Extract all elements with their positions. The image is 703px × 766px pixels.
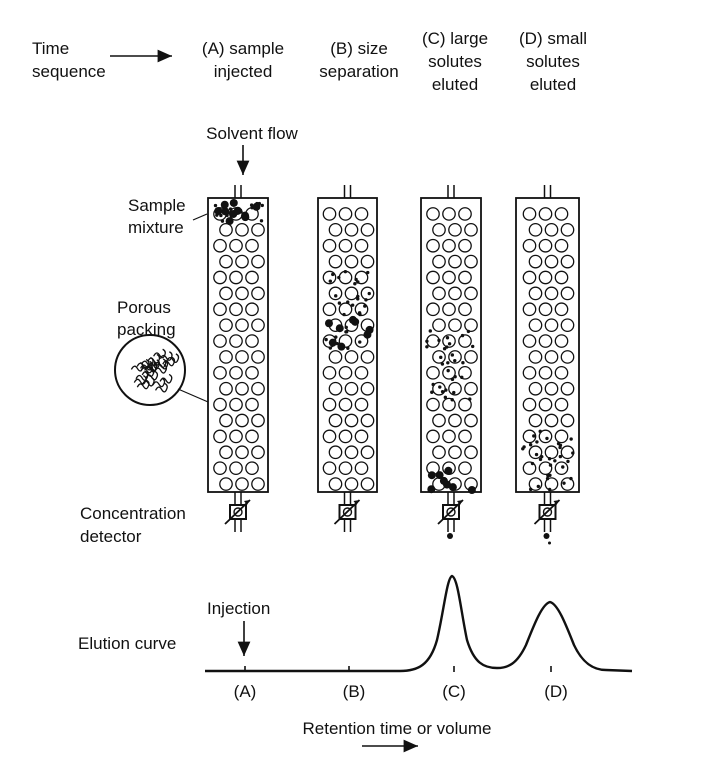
stage-d-line1: (D) small [519,29,587,48]
retention-label: Retention time or volume [303,719,492,738]
sample-label-line1: Sample [128,196,186,215]
axis-tick-b: (B) [343,682,366,701]
stage-c-line1: (C) large [422,29,488,48]
porous-label-line2: packing [117,320,176,339]
sample-label-line2: mixture [128,218,184,237]
injection-label: Injection [207,599,270,618]
axis-ticks [244,666,552,672]
column-a [207,185,269,532]
axis-tick-d: (D) [544,682,568,701]
column-c [420,185,482,539]
porous-label-line1: Porous [117,298,171,317]
solvent-flow-label: Solvent flow [206,124,298,143]
time-label-line1: Time [32,39,69,58]
stage-b-line1: (B) size [330,39,388,58]
stage-c-line2: solutes [428,52,482,71]
stage-d-line3: eluted [530,75,576,94]
column-d [515,185,580,545]
column-b [317,185,378,532]
elution-curve-label: Elution curve [78,634,176,653]
sample-pointer [192,213,208,221]
stage-b-line2: separation [319,62,398,81]
elution-curve [205,574,633,673]
detector-label-line1: Concentration [80,504,186,523]
columns [207,185,580,545]
stage-d-line2: solutes [526,52,580,71]
porous-packing-magnified [114,334,226,411]
stage-c-line3: eluted [432,75,478,94]
axis-tick-c: (C) [442,682,466,701]
stage-a-line2: injected [214,62,273,81]
detector-label-line2: detector [80,527,142,546]
time-label-line2: sequence [32,62,106,81]
header: Time sequence (A) sample injected (B) si… [32,29,587,94]
axis-tick-a: (A) [234,682,257,701]
stage-a-line1: (A) sample [202,39,284,58]
